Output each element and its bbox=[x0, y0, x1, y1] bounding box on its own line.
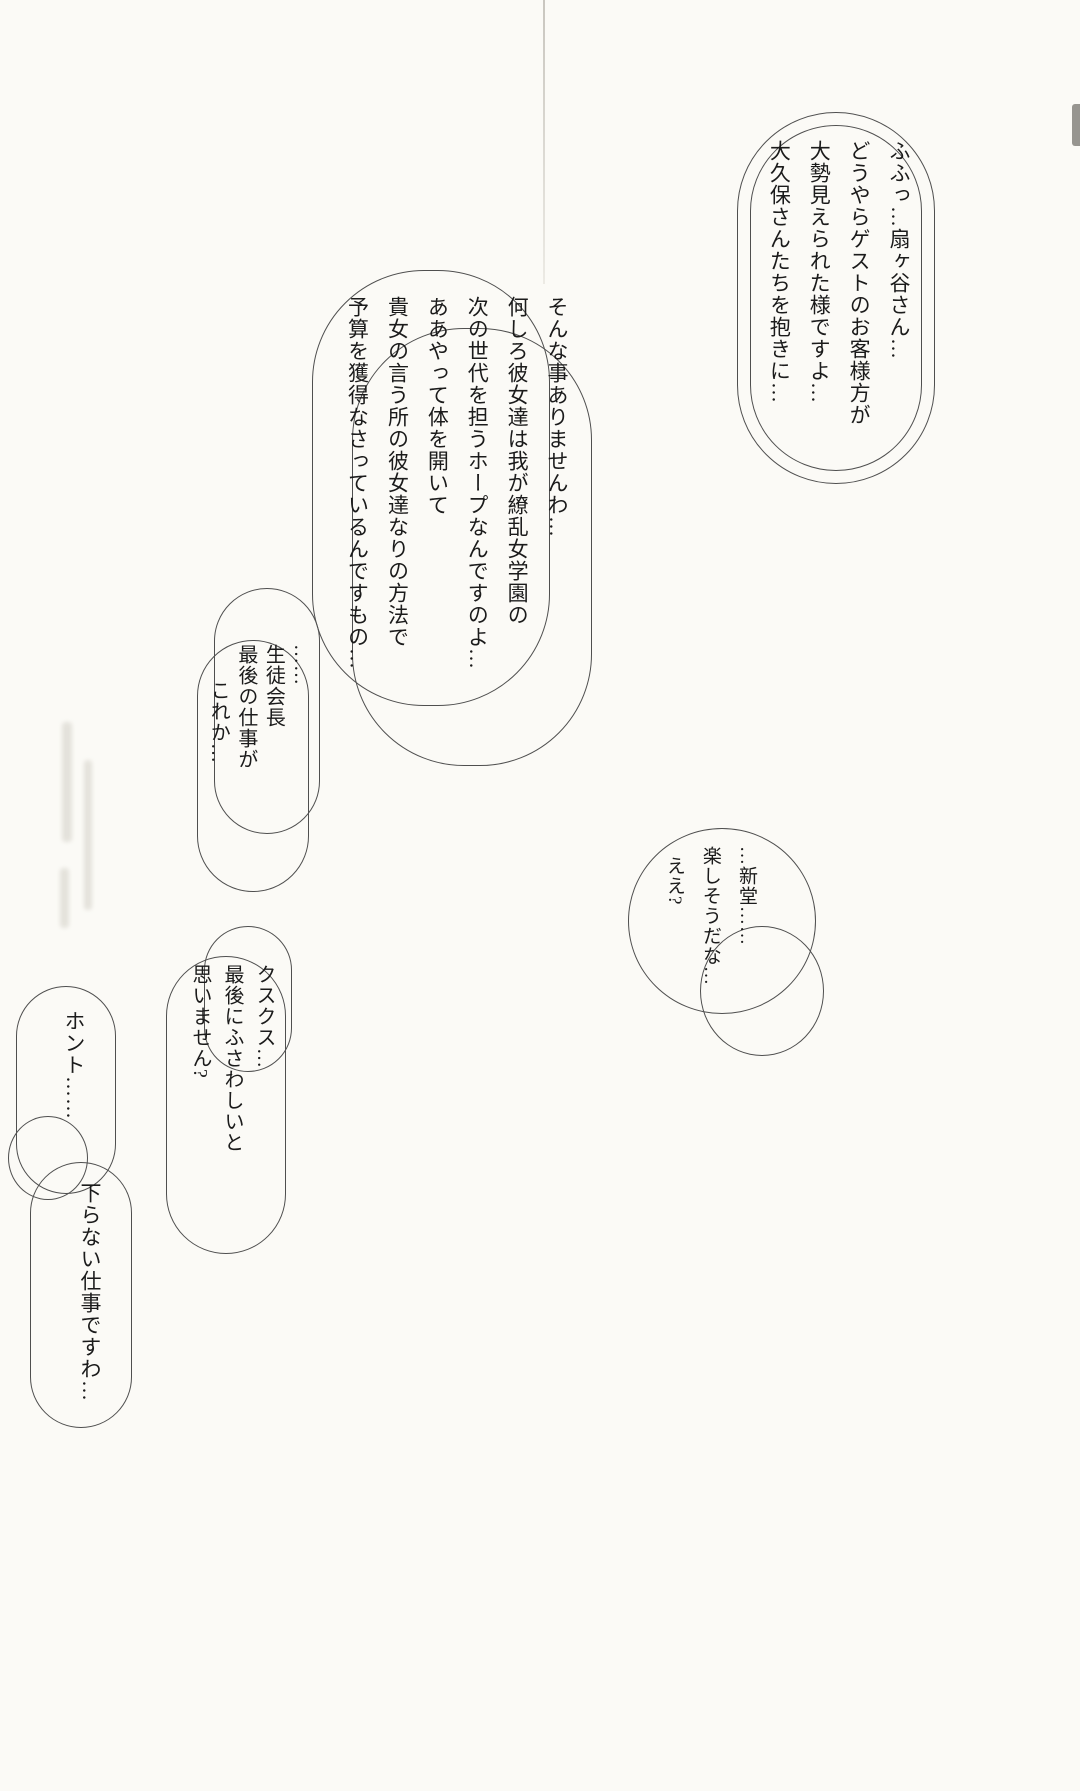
bleed-through-mark bbox=[84, 760, 92, 910]
dialogue-column: 最後にふさわしいと bbox=[221, 964, 243, 1153]
dialogue-column: …… bbox=[290, 644, 312, 686]
speech-bubble-lower-left-text: クスクス… 最後にふさわしいと 思いません? bbox=[184, 964, 280, 1244]
speech-bubble-bottom-left-second-text: 下らない仕事ですわ… bbox=[62, 1182, 104, 1420]
dialogue-column: 大久保さんたちを抱きに… bbox=[767, 140, 792, 404]
dialogue-column: …新堂…… bbox=[736, 846, 757, 946]
speech-bubble-center-text: そんな事ありませんわ… 何しろ彼女達は我が繚乱女学園の 次の世代を担うホープなん… bbox=[334, 296, 576, 748]
dialogue-column: 下らない仕事ですわ… bbox=[78, 1182, 102, 1402]
speech-bubble-top-right-outer bbox=[737, 112, 935, 484]
dialogue-column: 次の世代を担うホープなんですのよ… bbox=[465, 296, 490, 670]
dialogue-column: どうやらゲストのお客様方が bbox=[847, 140, 872, 426]
bleed-through-mark bbox=[62, 722, 72, 842]
speech-bubble-right-middle-text: …新堂…… 楽しそうだな… ええ? bbox=[652, 846, 764, 1004]
dialogue-column: 貴女の言う所の彼女達なりの方法で bbox=[385, 296, 410, 648]
dialogue-column: そんな事ありませんわ… bbox=[545, 296, 569, 538]
dialogue-column: 思いません? bbox=[189, 964, 211, 1079]
dialogue-column: ええ? bbox=[663, 856, 685, 906]
speech-bubble-right-middle-shape-b bbox=[700, 926, 824, 1056]
dialogue-column: クスクス… bbox=[253, 964, 275, 1069]
scan-edge-mark bbox=[1072, 104, 1080, 146]
dialogue-column: ああやって体を開いて bbox=[425, 296, 450, 516]
dialogue-column: 予算を獲得なさっているんですもの… bbox=[345, 296, 370, 670]
dialogue-column: 何しろ彼女達は我が繚乱女学園の bbox=[505, 296, 530, 626]
dialogue-column: ふふっ…扇ヶ谷さん… bbox=[887, 140, 911, 360]
dialogue-column: ホント…… bbox=[62, 1010, 86, 1120]
speech-bubble-center-shape-b bbox=[352, 328, 592, 766]
speech-bubble-bottom-left-first-text: ホント…… bbox=[46, 1010, 88, 1182]
dialogue-column: 大勢見えられた様ですよ… bbox=[807, 140, 832, 404]
speech-bubble-top-right-text: ふふっ…扇ヶ谷さん… どうやらゲストのお客様方が 大勢見えられた様ですよ… 大久… bbox=[756, 140, 918, 466]
dialogue-column: 最後の仕事が bbox=[234, 644, 257, 770]
scan-crease-line bbox=[543, 0, 545, 284]
speech-bubble-left-middle-shape-b bbox=[197, 640, 309, 892]
speech-bubble-top-right-inner bbox=[750, 125, 922, 471]
bleed-through-mark bbox=[60, 868, 69, 928]
speech-bubble-lower-left-shape-b bbox=[166, 956, 286, 1254]
dialogue-column: 楽しそうだな… bbox=[699, 846, 721, 986]
speech-bubble-left-middle-text: …… 生徒会長 最後の仕事が これか… bbox=[202, 644, 314, 879]
dialogue-column: これか… bbox=[207, 680, 230, 764]
speech-bubble-bottom-left-second bbox=[30, 1162, 132, 1428]
dialogue-column: 生徒会長 bbox=[262, 644, 285, 728]
